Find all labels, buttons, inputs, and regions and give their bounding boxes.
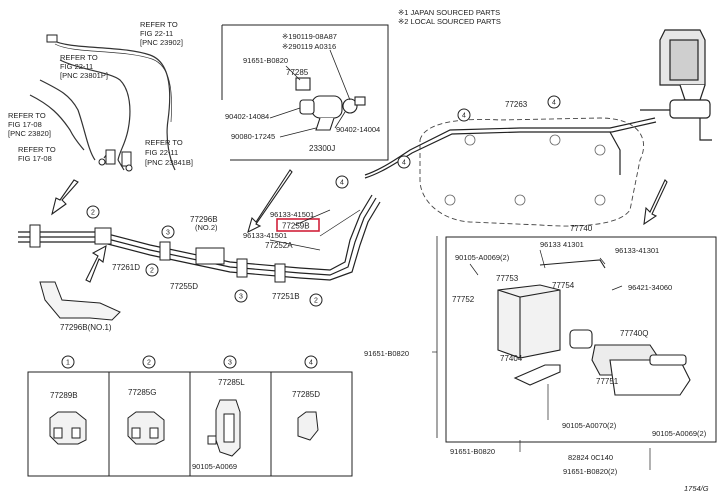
svg-text:REFER TO: REFER TO	[60, 53, 98, 62]
svg-text:77252A: 77252A	[265, 241, 293, 250]
bottom-detail-boxes	[27, 371, 353, 477]
svg-text:1: 1	[66, 360, 70, 367]
svg-text:77255D: 77255D	[170, 282, 198, 291]
box-headers	[61, 355, 318, 369]
svg-text:77285D: 77285D	[292, 390, 320, 399]
svg-text:96133-41501: 96133-41501	[270, 210, 314, 219]
svg-text:4: 4	[402, 160, 406, 167]
direction-arrows	[51, 169, 668, 283]
svg-text:FIG 17-08: FIG 17-08	[18, 154, 52, 163]
svg-text:[PNC 23902]: [PNC 23902]	[140, 38, 183, 47]
upper-vapor-line	[364, 117, 657, 179]
part-77259b: 77259B	[282, 222, 310, 231]
svg-text:77296B(NO.1): 77296B(NO.1)	[60, 323, 112, 332]
svg-text:91651-B0820: 91651-B0820	[243, 56, 288, 65]
svg-text:90105-A0070(2): 90105-A0070(2)	[562, 421, 617, 430]
upper-left-hoses	[29, 39, 176, 171]
svg-text:77263: 77263	[505, 100, 528, 109]
circled-callouts	[86, 95, 561, 307]
svg-text:2: 2	[147, 360, 151, 367]
svg-text:3: 3	[228, 360, 232, 367]
svg-text:77261D: 77261D	[112, 263, 140, 272]
svg-text:96133-41501: 96133-41501	[243, 231, 287, 240]
svg-text:77752: 77752	[452, 295, 475, 304]
highlight-77259b	[276, 218, 320, 232]
canister-inset: ※190119-08A87 ※290119 A0316 91651-B0820 …	[221, 24, 389, 161]
legend-japan: ※1 JAPAN SOURCED PARTS	[398, 8, 500, 17]
svg-text:[PNC 23801P]: [PNC 23801P]	[60, 71, 108, 80]
canister-parts	[497, 259, 691, 396]
box-header-numbers: 1 2 3 4	[66, 360, 313, 367]
svg-text:96133-41301: 96133-41301	[615, 246, 659, 255]
svg-text:77754: 77754	[552, 281, 575, 290]
svg-text:77251B: 77251B	[272, 292, 300, 301]
svg-text:90402-14004: 90402-14004	[336, 125, 380, 134]
svg-text:4: 4	[552, 100, 556, 107]
svg-text:※290119 A0316: ※290119 A0316	[282, 42, 336, 51]
svg-text:FIG 17-08: FIG 17-08	[8, 120, 42, 129]
svg-text:3: 3	[166, 230, 170, 237]
svg-text:77296B: 77296B	[190, 215, 218, 224]
svg-text:FIG 22-11: FIG 22-11	[60, 62, 93, 71]
svg-text:77740: 77740	[570, 224, 593, 233]
canister-labels: 96133 41301 96133-41301 90105-A0069(2) 7…	[364, 240, 707, 476]
line-clamps	[29, 224, 286, 283]
fuel-tank-outline	[419, 117, 644, 227]
bracket-77296b-no1	[39, 281, 121, 321]
svg-text:82824 0C140: 82824 0C140	[568, 453, 613, 462]
leader-lines	[269, 209, 651, 470]
svg-text:77285: 77285	[286, 68, 309, 77]
svg-text:90105-A0069(2): 90105-A0069(2)	[652, 429, 707, 438]
diagram-code: 1754/G	[684, 484, 709, 493]
svg-text:※190119-08A87: ※190119-08A87	[282, 32, 337, 41]
svg-text:FIG 22-11: FIG 22-11	[145, 148, 178, 157]
main-part-labels: 77296B (NO.2) 96133-41501 96133-41501 77…	[60, 210, 593, 332]
main-fuel-lines	[18, 194, 381, 281]
svg-text:77404: 77404	[500, 354, 523, 363]
svg-text:77285L: 77285L	[218, 378, 245, 387]
reference-texts: REFER TO FIG 22-11 [PNC 23902] REFER TO …	[8, 20, 193, 167]
svg-text:2: 2	[91, 210, 95, 217]
svg-text:REFER TO: REFER TO	[8, 111, 46, 120]
box-part-labels: 77289B 77285G 77285L 77285D 90105-A0069	[50, 378, 320, 471]
svg-text:[PNC 23820]: [PNC 23820]	[8, 129, 51, 138]
svg-text:REFER TO: REFER TO	[18, 145, 56, 154]
svg-text:90402-14084: 90402-14084	[225, 112, 269, 121]
svg-text:77753: 77753	[496, 274, 519, 283]
svg-text:4: 4	[462, 113, 466, 120]
svg-text:90105-A0069(2): 90105-A0069(2)	[455, 253, 510, 262]
svg-text:90080-17245: 90080-17245	[231, 132, 275, 141]
svg-text:[PNC 23841B]: [PNC 23841B]	[145, 158, 193, 167]
svg-text:77740Q: 77740Q	[620, 329, 648, 338]
svg-text:91651-B0820: 91651-B0820	[450, 447, 495, 456]
circled-callout-numbers: 2 2 3 3 2 4 4 4 4	[91, 100, 556, 305]
svg-text:(NO.2): (NO.2)	[195, 223, 218, 232]
clip-drawings	[49, 399, 319, 457]
svg-text:3: 3	[239, 294, 243, 301]
svg-text:23300J: 23300J	[309, 144, 335, 153]
svg-text:2: 2	[150, 268, 154, 275]
svg-text:90105-A0069: 90105-A0069	[192, 462, 237, 471]
canister-detail-box	[445, 236, 717, 443]
svg-text:4: 4	[309, 360, 313, 367]
tank-bolt-holes	[444, 134, 606, 206]
svg-text:96421-34060: 96421-34060	[628, 283, 672, 292]
upper-right-assembly	[640, 29, 712, 141]
hose-clips	[46, 34, 133, 172]
svg-text:77285G: 77285G	[128, 388, 156, 397]
svg-text:REFER TO: REFER TO	[140, 20, 178, 29]
svg-text:91651-B0820: 91651-B0820	[364, 349, 409, 358]
svg-text:FIG 22-11: FIG 22-11	[140, 29, 173, 38]
legend-local: ※2 LOCAL SOURCED PARTS	[398, 17, 501, 26]
svg-text:96133 41301: 96133 41301	[540, 240, 584, 249]
svg-text:91651-B0820(2): 91651-B0820(2)	[563, 467, 618, 476]
svg-text:77289B: 77289B	[50, 391, 78, 400]
svg-text:2: 2	[314, 298, 318, 305]
svg-text:77751: 77751	[596, 377, 619, 386]
svg-text:REFER TO: REFER TO	[145, 138, 183, 147]
svg-text:4: 4	[340, 180, 344, 187]
